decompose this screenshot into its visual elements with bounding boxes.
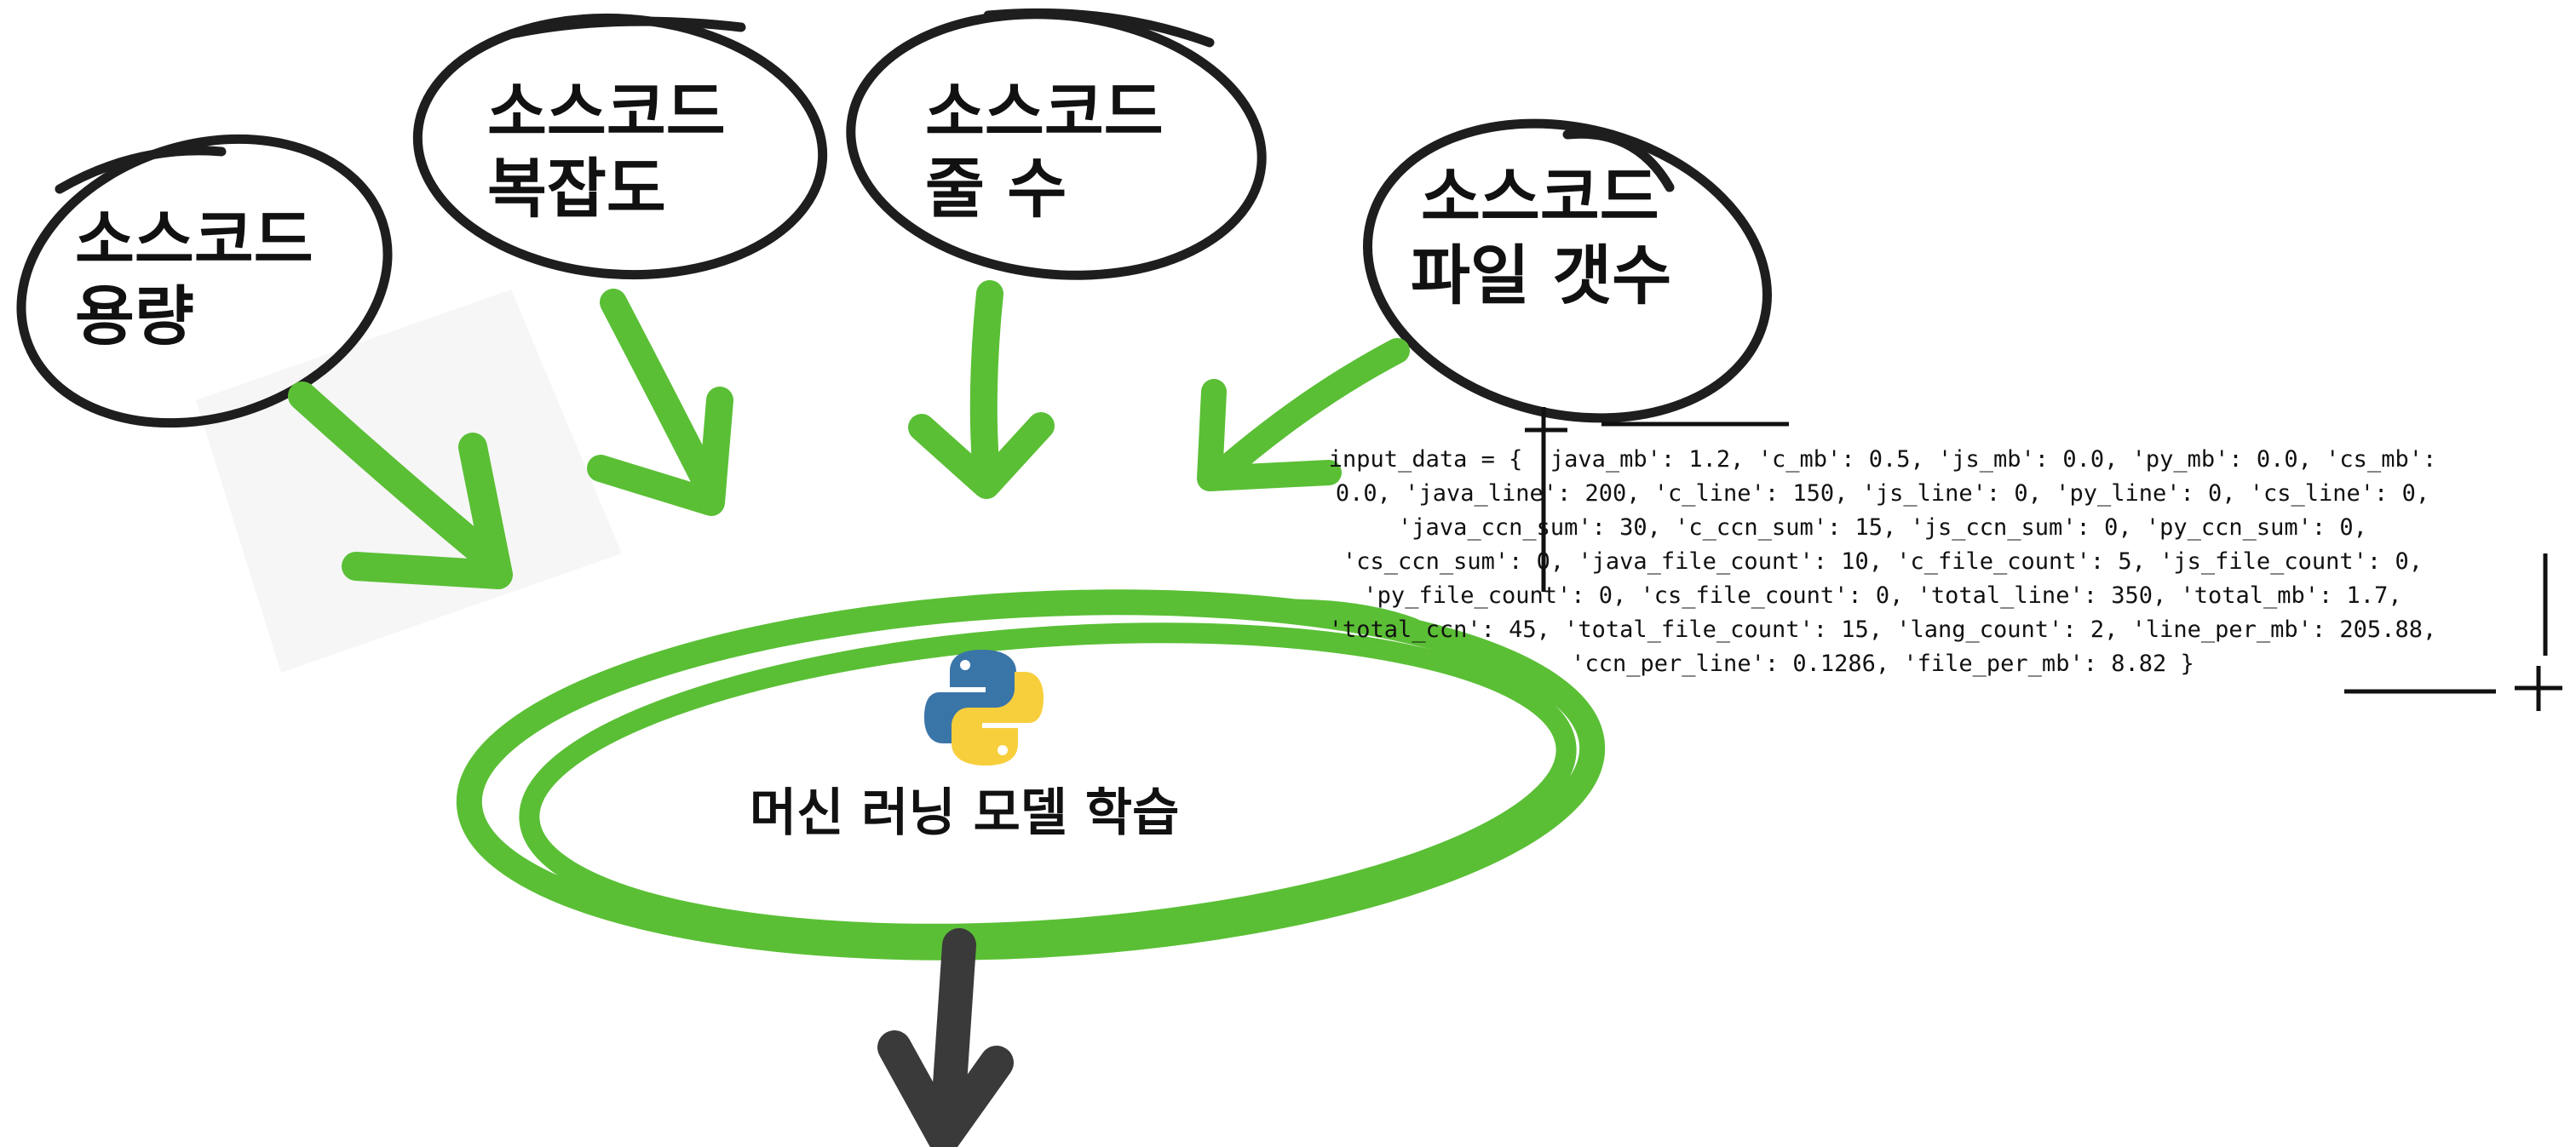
arrow-from-size-icon [288,381,513,589]
bubble-accent-stroke [506,16,746,39]
bubble-label-line1: 소스코드 [925,74,1164,150]
bubble-label-line2: 용량 [75,278,194,354]
input-data-line-1: input_data = { 'java_mb': 1.2, 'c_mb': 0… [1329,446,2436,473]
bubble-label-line1: 소스코드 [487,74,726,150]
bubble-source-size: 소스코드 용량 [16,134,393,428]
bubble-accent-stroke [1562,129,1675,192]
arrow-from-lines-icon [908,280,1055,499]
bubble-label-line2: 복잡도 [487,151,666,227]
bubble-label-line1: 소스코드 [75,202,313,278]
input-data-line-5: 'py_file_count': 0, 'cs_file_count': 0, … [1363,582,2401,609]
bubble-source-lines: 소스코드 줄 수 [846,8,1267,280]
bubble-label-line2: 줄 수 [925,151,1067,227]
bubble-source-file-count: 소스코드 파일 갯수 [1363,118,1772,423]
center-ml-node: 머신 러닝 모델 학습 [456,589,1606,961]
green-arrows [288,280,1410,589]
output-arrow-icon [877,928,1014,1147]
input-data-line-6: 'total_ccn': 45, 'total_file_count': 15,… [1329,617,2436,643]
center-inner-ring [519,622,1577,944]
input-data-block: input_data = { 'java_mb': 1.2, 'c_mb': 0… [1329,407,2562,711]
bubble-label-line2: 파일 갯수 [1411,238,1671,313]
center-accent-stroke [1228,599,1422,634]
bubble-source-complexity: 소스코드 복잡도 [412,13,828,280]
bubble-accent-stroke [983,8,1215,48]
arrow-from-file-count-icon [1197,338,1410,491]
input-data-line-2: 0.0, 'java_line': 200, 'c_line': 150, 'j… [1336,480,2429,507]
input-data-line-3: 'java_ccn_sum': 30, 'c_ccn_sum': 15, 'js… [1398,514,2367,541]
bubble-accent-stroke [55,146,227,194]
crop-marks [1525,407,2562,711]
python-logo-icon [924,650,1044,766]
center-outer-ring [456,589,1606,961]
bubble-label-line1: 소스코드 [1421,159,1659,235]
input-data-line-7: 'ccn_per_line': 0.1286, 'file_per_mb': 8… [1571,651,2194,677]
arrow-from-complexity-icon [587,289,733,516]
input-data-line-4: 'cs_ccn_sum': 0, 'java_file_count': 10, … [1343,548,2423,575]
center-label: 머신 러닝 모델 학습 [750,783,1179,843]
